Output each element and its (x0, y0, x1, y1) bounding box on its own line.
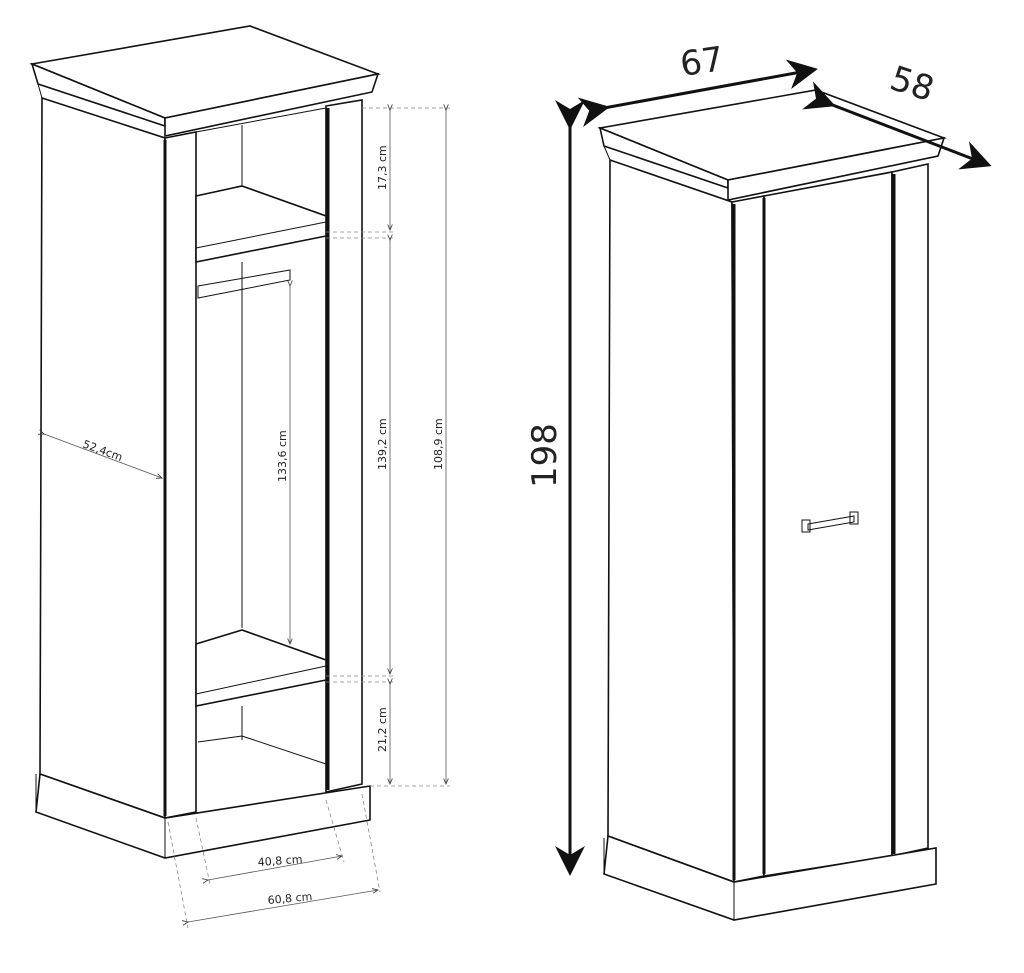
label-inner-width: 40,8 cm (257, 853, 303, 869)
label-top-compartment: 17,3 cm (376, 145, 389, 190)
door-handle-icon (801, 511, 859, 533)
label-height: 198 (525, 423, 565, 488)
label-width: 67 (678, 39, 726, 85)
right-wardrobe-closed-view: 67 58 198 (525, 39, 992, 921)
left-wardrobe-open-view: 52,4cm 133,6 cm 17,3 cm 139,2 cm 21,2 cm… (29, 25, 450, 929)
label-shelf-side: 108,9 cm (432, 418, 445, 470)
label-hanging-section: 139,2 cm (376, 418, 389, 470)
label-outer-width: 60,8 cm (267, 890, 313, 907)
label-bottom-compartment: 21,2 cm (376, 707, 389, 752)
label-depth: 58 (885, 59, 939, 110)
label-rail-height: 133,6 cm (276, 430, 289, 482)
